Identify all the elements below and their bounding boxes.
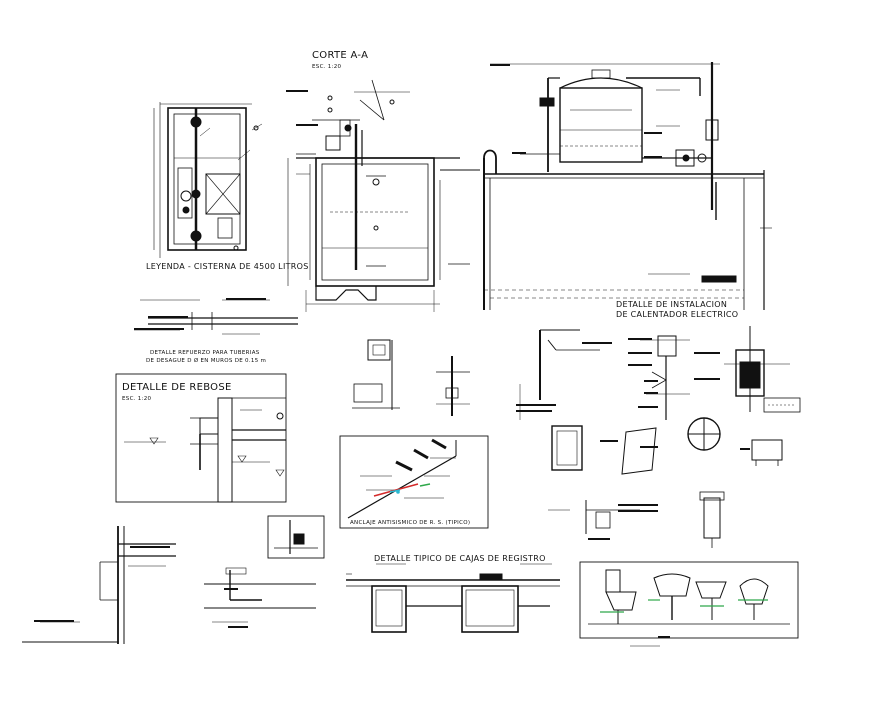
calentador-title-1: DETALLE DE INSTALACION [616,300,728,309]
wall-detail-left [22,526,176,644]
anclaje-detail [339,435,489,529]
cajas-title: DETALLE TIPICO DE CAJAS DE REGISTRO [374,554,546,563]
sanitary-fixtures-detail [579,561,799,647]
calentador-detail [519,326,801,548]
colored-accents [373,483,768,613]
corte-aa-section [287,79,480,312]
corte-scale: ESC. 1:20 [312,64,342,70]
rebose-scale: ESC. 1:20 [122,396,152,402]
calentador-title-2: DE CALENTADOR ELECTRICO [616,310,739,319]
leyenda-label: LEYENDA - CISTERNA DE 4500 LITROS [146,262,309,271]
rebose-title: DETALLE DE REBOSE [122,382,232,393]
anclaje-label: ANCLAJE ANTISISMICO DE R. S. (TIPICO) [350,520,471,526]
refuerzo-label-2: DE DESAGUE D Ø EN MUROS DE 0.15 m [146,358,267,364]
annotation-marks [34,64,750,638]
rebose-detail [115,373,287,503]
elevated-tank-section [483,62,772,310]
refuerzo-label-1: DETALLE REFUERZO PARA TUBERIAS [150,350,260,356]
pipe-detail-bottom [204,515,325,623]
cajas-registro-detail [346,563,560,633]
cistern-plan [153,102,263,258]
corte-title: CORTE A-A [312,50,369,61]
small-details-middle [352,339,470,416]
